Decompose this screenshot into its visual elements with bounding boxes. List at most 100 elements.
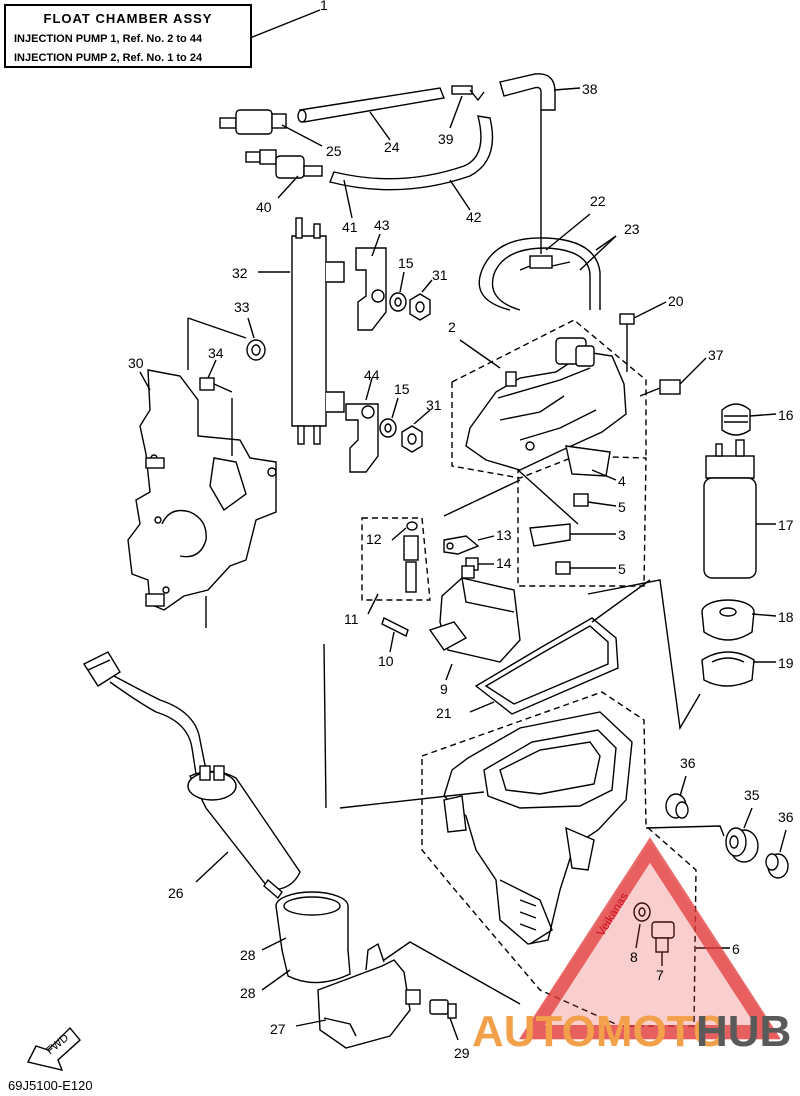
bracket-44 xyxy=(345,403,379,473)
bracket-27 xyxy=(317,942,421,1049)
plate-3 xyxy=(529,523,571,547)
part-number-28a: 28 xyxy=(240,947,256,963)
collar-33 xyxy=(246,339,266,361)
needle-valve-11 xyxy=(403,535,419,593)
part-number-32: 32 xyxy=(232,265,248,281)
fwd-arrow-icon: FWD xyxy=(26,1026,81,1071)
bolt-29 xyxy=(429,999,457,1019)
bolt-left-stud xyxy=(145,457,165,607)
part-number-2: 2 xyxy=(448,319,456,335)
part-number-14: 14 xyxy=(496,555,512,571)
part-number-38: 38 xyxy=(582,81,598,97)
title-box: FLOAT CHAMBER ASSY INJECTION PUMP 1, Ref… xyxy=(4,4,252,68)
part-number-34: 34 xyxy=(208,345,224,361)
part-number-31b: 31 xyxy=(426,397,442,413)
part-number-5a: 5 xyxy=(618,499,626,515)
part-number-12: 12 xyxy=(366,531,382,547)
part-number-24: 24 xyxy=(384,139,400,155)
holder-19 xyxy=(701,651,755,687)
part-number-37: 37 xyxy=(708,347,724,363)
part-number-25: 25 xyxy=(326,143,342,159)
grommet-36b xyxy=(765,853,789,879)
part-number-35: 35 xyxy=(744,787,760,803)
sleeve-28b xyxy=(281,949,351,984)
fuel-filter-40 xyxy=(245,149,323,179)
part-number-1: 1 xyxy=(320,0,328,13)
part-number-30: 30 xyxy=(128,355,144,371)
bolt-34-stud xyxy=(199,377,233,393)
part-number-44: 44 xyxy=(364,367,380,383)
holder-18 xyxy=(701,599,755,641)
part-number-27: 27 xyxy=(270,1021,286,1037)
part-number-11: 11 xyxy=(344,611,359,627)
part-number-19: 19 xyxy=(778,655,794,671)
grommet-35 xyxy=(725,827,759,863)
part-number-15b: 15 xyxy=(394,381,410,397)
grommet-36a xyxy=(665,793,689,819)
part-number-39: 39 xyxy=(438,131,454,147)
washer-15a xyxy=(389,292,407,312)
fitting-37 xyxy=(639,379,681,397)
hose-38 xyxy=(499,73,556,111)
part-number-29: 29 xyxy=(454,1045,470,1061)
part-number-21: 21 xyxy=(436,705,452,721)
float-chamber-body-6 xyxy=(443,711,633,945)
fuel-filter-25 xyxy=(219,109,287,135)
cover-2 xyxy=(465,337,627,471)
part-number-36b: 36 xyxy=(778,809,794,825)
hose-loop-23 xyxy=(478,237,601,311)
watermark-logo: Veikanas AUTOMOTO HUB xyxy=(472,837,791,1056)
part-number-17: 17 xyxy=(778,517,794,533)
part-number-18: 18 xyxy=(778,609,794,625)
bracket-43 xyxy=(355,247,387,331)
part-number-28b: 28 xyxy=(240,985,256,1001)
nut-31b xyxy=(401,425,423,453)
part-number-26: 26 xyxy=(168,885,184,901)
part-number-42: 42 xyxy=(466,209,482,225)
nut-31a xyxy=(409,293,431,321)
part-number-16: 16 xyxy=(778,407,794,423)
assembly-title: FLOAT CHAMBER ASSY xyxy=(43,11,213,26)
fuel-pump-17 xyxy=(703,439,757,579)
clip-13 xyxy=(443,535,480,555)
watermark-brand-automoto: AUTOMOTO xyxy=(472,1007,727,1056)
watermark-brand-hub: HUB xyxy=(696,1007,791,1056)
part-number-6: 6 xyxy=(732,941,740,957)
injection-pump-2-range: INJECTION PUMP 2, Ref. No. 1 to 24 xyxy=(14,52,203,64)
washer-8 xyxy=(633,902,651,922)
dashed-outline-2 xyxy=(451,319,647,587)
part-number-33: 33 xyxy=(234,299,250,315)
diagram-code: 69J5100-E120 xyxy=(8,1078,93,1093)
bracket-30 xyxy=(127,369,277,611)
part-number-9: 9 xyxy=(440,681,448,697)
part-number-5b: 5 xyxy=(618,561,626,577)
part-number-43: 43 xyxy=(374,217,390,233)
connector-26 xyxy=(82,651,121,687)
part-number-36a: 36 xyxy=(680,755,696,771)
joint-39 xyxy=(451,85,485,102)
cooler-32 xyxy=(291,217,345,445)
pin-10 xyxy=(381,617,409,637)
dashed-outline-11 xyxy=(361,517,431,601)
bolt-7 xyxy=(651,921,675,953)
sleeve-28a xyxy=(275,891,349,960)
part-number-10: 10 xyxy=(378,653,394,669)
part-number-7: 7 xyxy=(656,967,664,983)
bracket-4 xyxy=(565,445,611,477)
part-number-41: 41 xyxy=(342,219,358,235)
gasket-21 xyxy=(474,617,619,715)
screw-20 xyxy=(619,313,635,372)
washer-15b xyxy=(379,418,397,438)
part-number-31a: 31 xyxy=(432,267,448,283)
hose-42 xyxy=(329,115,494,191)
part-number-13: 13 xyxy=(496,527,512,543)
part-number-3: 3 xyxy=(618,527,626,543)
injection-pump-1-range: INJECTION PUMP 1, Ref. No. 2 to 44 xyxy=(14,33,203,45)
part-number-8: 8 xyxy=(630,949,638,965)
float-9 xyxy=(428,565,521,663)
oring-12 xyxy=(406,521,418,531)
screw-5b xyxy=(555,561,616,575)
filter-16 xyxy=(721,403,751,436)
part-number-15a: 15 xyxy=(398,255,414,271)
